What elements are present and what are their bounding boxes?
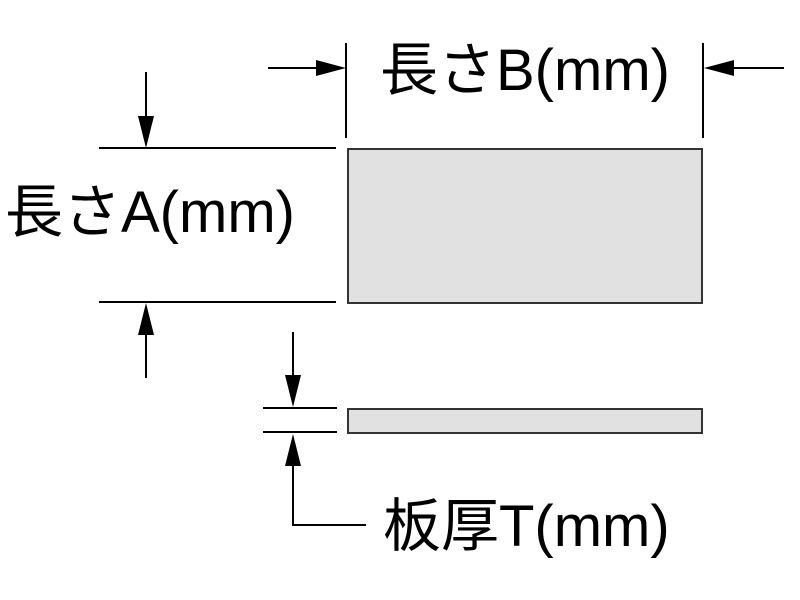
dim-b-extension-line-right [702, 43, 704, 138]
dim-a-arrow-stem-top [145, 72, 147, 118]
dim-b-arrow-line-right [734, 67, 784, 69]
arrow-right-icon [316, 60, 346, 76]
dim-t-label: 板厚T(mm) [383, 494, 670, 559]
arrow-up-icon [138, 303, 154, 335]
dim-a-arrow-stem-bottom [145, 334, 147, 378]
dim-b-label: 長さB(mm) [380, 38, 670, 103]
dim-t-arrow-stem-bottom [292, 466, 294, 526]
dim-t-arrow-stem-top [292, 332, 294, 376]
dim-a-label: 長さA(mm) [5, 180, 295, 245]
plate-side-view [347, 408, 703, 434]
dim-a-bottom-line [99, 301, 336, 303]
dim-b-arrow-line-left [268, 67, 316, 69]
dim-t-tick-line-top [263, 407, 337, 409]
dim-t-tick-line-bottom [263, 431, 337, 433]
arrow-left-icon [704, 60, 734, 76]
arrow-down-icon [285, 375, 301, 407]
dim-a-top-line [99, 147, 336, 149]
arrow-up-icon [285, 434, 301, 466]
dim-b-extension-line-left [345, 43, 347, 138]
dim-t-leader-line [292, 524, 366, 526]
arrow-down-icon [138, 116, 154, 148]
plate-top-view [347, 148, 703, 304]
